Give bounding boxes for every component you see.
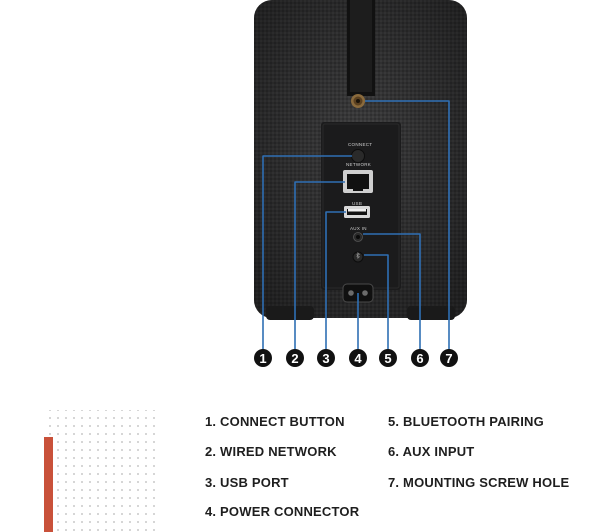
mounting-screw-hole (351, 94, 365, 108)
callout-lines (262, 100, 450, 350)
bluetooth-pairing-button[interactable] (352, 251, 364, 263)
aux-in-label: AUX IN (350, 226, 367, 231)
dot-grid-decoration (44, 410, 156, 532)
legend-item-4: 4. POWER CONNECTOR (205, 504, 360, 519)
speaker-foot-left (266, 306, 314, 320)
callout-number-4: 4 (354, 351, 362, 366)
callout-marker-4: 4 (349, 349, 367, 367)
callout-marker-5: 5 (379, 349, 397, 367)
ethernet-port[interactable] (343, 170, 373, 193)
callout-line-7 (365, 100, 450, 350)
callout-number-2: 2 (291, 351, 298, 366)
callout-marker-3: 3 (317, 349, 335, 367)
usb-port[interactable] (344, 206, 370, 218)
callout-marker-1: 1 (254, 349, 272, 367)
network-label: NETWORK (346, 162, 371, 167)
legend-item-7: 7. MOUNTING SCREW HOLE (388, 475, 570, 490)
legend-item-6: 6. AUX INPUT (388, 444, 475, 459)
callout-line-5 (364, 254, 389, 350)
callout-number-5: 5 (384, 351, 391, 366)
callout-marker-7: 7 (440, 349, 458, 367)
callout-marker-6: 6 (411, 349, 429, 367)
speaker-foot-right (407, 306, 455, 320)
callout-number-7: 7 (445, 351, 452, 366)
callout-line-1 (262, 155, 352, 350)
callout-line-3 (325, 211, 346, 350)
callout-marker-2: 2 (286, 349, 304, 367)
connect-label: CONNECT (348, 142, 372, 147)
legend-item-2: 2. WIRED NETWORK (205, 444, 337, 459)
connect-button[interactable] (351, 149, 365, 163)
callout-number-6: 6 (416, 351, 423, 366)
usb-label: USB (352, 201, 362, 206)
legend-item-1: 1. CONNECT BUTTON (205, 414, 345, 429)
legend-item-3: 3. USB PORT (205, 475, 289, 490)
callout-line-2 (294, 181, 345, 350)
legend-item-5: 5. BLUETOOTH PAIRING (388, 414, 544, 429)
aux-input-jack[interactable] (353, 232, 363, 242)
callout-number-1: 1 (259, 351, 266, 366)
accent-bar (44, 437, 53, 532)
callout-number-3: 3 (322, 351, 329, 366)
callout-line-6 (363, 233, 421, 350)
